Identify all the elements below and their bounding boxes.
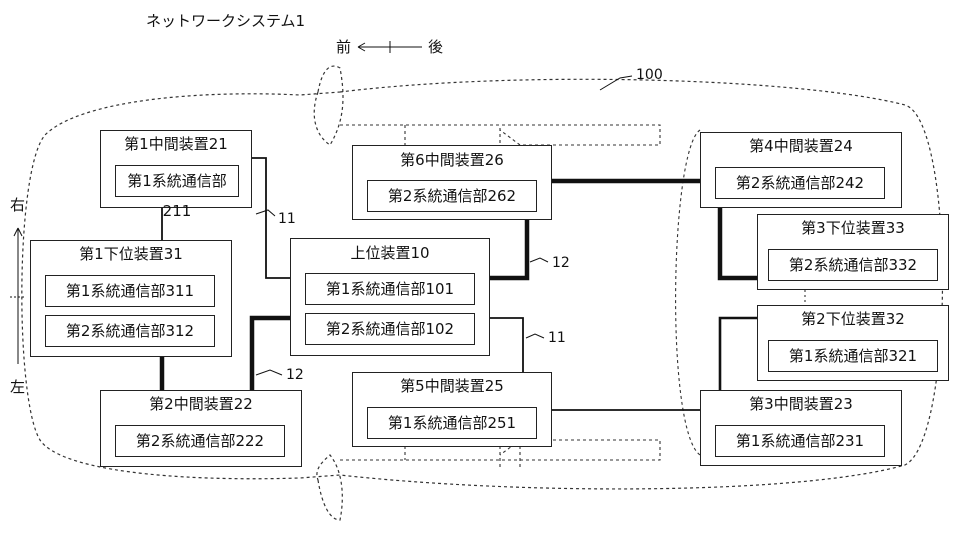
device-10: 上位装置10 第1系統通信部101 第2系統通信部102 [290, 238, 490, 356]
unit-311: 第1系統通信部311 [45, 275, 215, 307]
link-32-23 [718, 316, 757, 392]
unit-222: 第2系統通信部222 [115, 425, 285, 457]
ref-11-upper: 11 [278, 211, 296, 227]
device-26-title: 第6中間装置26 [400, 151, 504, 169]
front-arrow [357, 42, 366, 52]
ref-11-right: 11 [548, 330, 566, 346]
unit-242: 第2系統通信部242 [715, 167, 885, 199]
device-21: 第1中間装置21 第1系統通信部211 [100, 130, 252, 220]
device-24-title: 第4中間装置24 [749, 137, 853, 155]
back-label: 後 [428, 38, 444, 56]
link-10-26 [490, 220, 530, 281]
rear-window [675, 129, 701, 456]
leader-12-lower [255, 369, 283, 376]
seat-dash-1 [499, 128, 521, 470]
device-23: 第3中間装置23 第1系統通信部231 [700, 390, 902, 466]
device-21-title: 第1中間装置21 [124, 135, 228, 153]
link-21-10 [252, 157, 292, 279]
vehicle-ref: 100 [636, 67, 663, 83]
device-25: 第5中間装置25 第1系統通信部251 [352, 372, 552, 447]
device-32-title: 第2下位装置32 [801, 310, 905, 328]
unit-211: 第1系統通信部211 [115, 165, 239, 220]
device-32: 第2下位装置32 第1系統通信部321 [757, 305, 949, 381]
unit-102: 第2系統通信部102 [305, 313, 475, 345]
right-label: 右 [10, 196, 26, 214]
device-26: 第6中間装置26 第2系統通信部262 [352, 145, 552, 220]
leader-11-upper [255, 209, 276, 217]
vehicle-outline [21, 78, 944, 490]
cabin-top [340, 124, 661, 146]
device-10-title: 上位装置10 [350, 244, 430, 262]
ref-12-lower: 12 [286, 367, 304, 383]
unit-231: 第1系統通信部231 [715, 425, 885, 457]
pillar-bottom-left [316, 454, 343, 521]
leader-11-right [525, 333, 545, 339]
device-31: 第1下位装置31 第1系統通信部311 第2系統通信部312 [30, 240, 232, 357]
device-33-title: 第3下位装置33 [801, 219, 905, 237]
link-24-33 [717, 208, 757, 281]
unit-262: 第2系統通信部262 [367, 180, 537, 212]
leader-100 [599, 75, 633, 91]
device-24: 第4中間装置24 第2系統通信部242 [700, 132, 902, 208]
device-22-title: 第2中間装置22 [149, 395, 253, 413]
unit-321: 第1系統通信部321 [768, 340, 938, 372]
left-label: 左 [10, 378, 26, 396]
link-10-22 [249, 315, 292, 392]
device-25-title: 第5中間装置25 [400, 377, 504, 395]
front-label: 前 [336, 38, 352, 56]
unit-332: 第2系統通信部332 [768, 249, 938, 281]
device-23-title: 第3中間装置23 [749, 395, 853, 413]
pillar-top-left [313, 65, 344, 146]
unit-312: 第2系統通信部312 [45, 315, 215, 347]
unit-251: 第1系統通信部251 [367, 407, 537, 439]
device-31-title: 第1下位装置31 [79, 245, 183, 263]
leader-12-right [529, 257, 549, 263]
system-title: ネットワークシステム1 [146, 12, 306, 30]
unit-101: 第1系統通信部101 [305, 273, 475, 305]
device-22: 第2中間装置22 第2系統通信部222 [100, 390, 302, 467]
ref-12-right: 12 [552, 255, 570, 271]
right-arrow [13, 227, 23, 237]
device-33: 第3下位装置33 第2系統通信部332 [757, 214, 949, 290]
